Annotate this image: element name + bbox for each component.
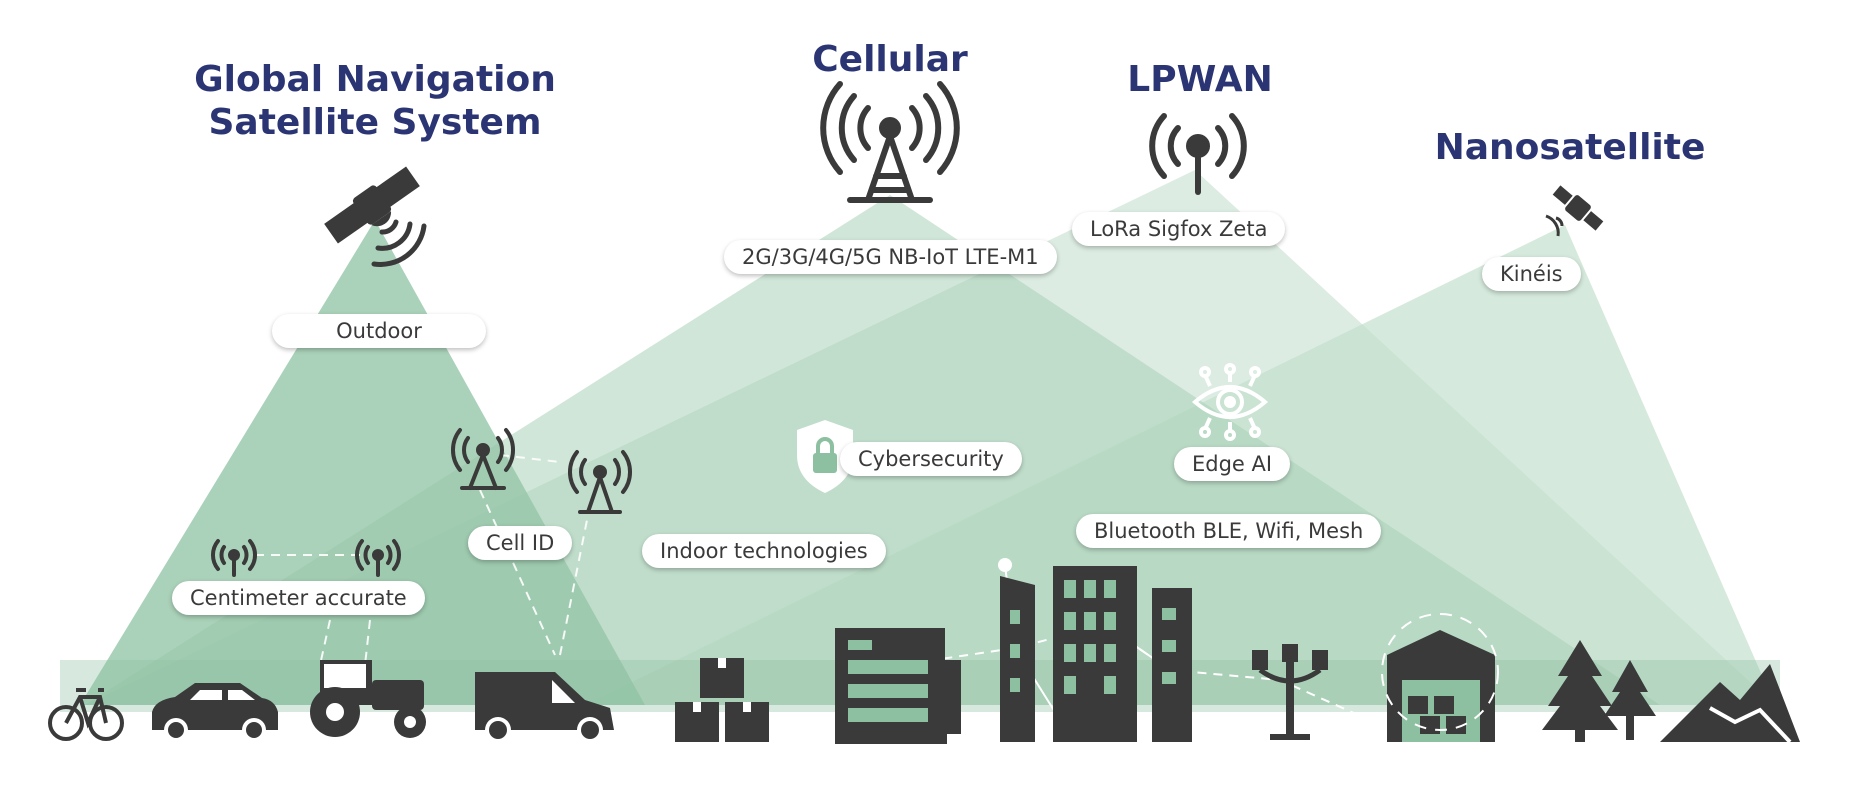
cell-id-label: Cell ID <box>468 526 573 560</box>
kineis-label: Kinéis <box>1482 257 1581 291</box>
edge-ai-label: Edge AI <box>1174 447 1291 481</box>
small-antenna-icon <box>210 428 633 577</box>
satellite-icon <box>324 166 420 244</box>
lpwan-title: LPWAN <box>1127 59 1273 100</box>
cybersecurity-label: Cybersecurity <box>840 442 1022 476</box>
trees-icon <box>1542 640 1656 742</box>
factory-icon <box>835 628 961 744</box>
tractor-icon <box>310 660 426 738</box>
cellular-tech-label: 2G/3G/4G/5G NB-IoT LTE-M1 <box>724 240 1057 274</box>
gnss-title-line1: Global Navigation <box>194 59 556 100</box>
car-icon <box>152 683 278 742</box>
indoor-label: Indoor technologies <box>642 534 886 568</box>
positioning-links <box>255 454 591 666</box>
nanosatellite-title: Nanosatellite <box>1434 127 1706 168</box>
bicycle-icon <box>48 688 124 741</box>
shield-lock-icon <box>797 420 853 493</box>
boxes-icon <box>675 658 769 742</box>
building-icon <box>1000 566 1192 742</box>
lpwan-tech-label: LoRa Sigfox Zeta <box>1072 212 1286 246</box>
mountain-icon <box>1660 664 1800 744</box>
satellite-signal-icon <box>371 219 427 267</box>
street-lamp-icon <box>1252 644 1328 740</box>
centimeter-label: Centimeter accurate <box>172 581 425 615</box>
gnss-title: Global Navigation Satellite System <box>190 58 560 144</box>
warehouse-icon <box>1381 613 1499 742</box>
bluetooth-label: Bluetooth BLE, Wifi, Mesh <box>1076 514 1382 548</box>
nanosatellite-icon <box>1552 185 1604 231</box>
van-icon <box>475 672 614 743</box>
outdoor-label: Outdoor <box>272 314 486 348</box>
lpwan-antenna-icon <box>1149 113 1247 195</box>
gnss-title-line2: Satellite System <box>208 102 542 144</box>
cell-tower-icon <box>820 81 960 203</box>
nanosatellite-signal-icon <box>1545 214 1564 237</box>
ai-eye-icon <box>1191 363 1269 441</box>
cellular-title: Cellular <box>812 39 968 80</box>
